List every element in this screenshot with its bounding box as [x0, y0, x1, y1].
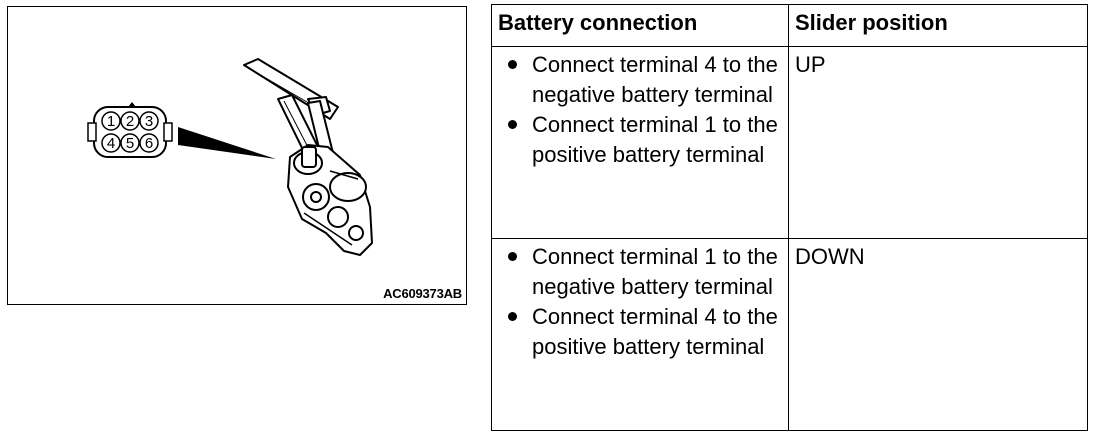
table-row: Connect terminal 4 to the negative batte… — [491, 46, 1088, 239]
regulator-figure: 1 2 3 4 5 6 AC609373AB — [7, 6, 467, 305]
pin-label: 5 — [126, 135, 134, 152]
battery-connection-cell: Connect terminal 4 to the negative batte… — [491, 46, 789, 239]
table-header-row: Battery connection Slider position — [491, 4, 1088, 47]
window-regulator-illustration: 1 2 3 4 5 6 — [87, 58, 373, 256]
regulator-mechanism — [243, 58, 373, 256]
slider-position-cell: DOWN — [788, 238, 1088, 431]
figure-code: AC609373AB — [383, 286, 462, 301]
list-item: Connect terminal 1 to the positive batte… — [508, 110, 782, 170]
list-item: Connect terminal 4 to the positive batte… — [508, 302, 782, 362]
battery-connection-table: Battery connection Slider position Conne… — [491, 4, 1088, 431]
connection-list: Connect terminal 4 to the negative batte… — [498, 50, 782, 170]
slider-position-cell: UP — [788, 46, 1088, 239]
pin-label: 1 — [107, 113, 115, 130]
connector-diagram — [87, 102, 173, 158]
pointer-wedge — [178, 127, 276, 159]
list-item: Connect terminal 4 to the negative batte… — [508, 50, 782, 110]
pin-label: 2 — [126, 113, 134, 130]
pin-label: 4 — [107, 135, 115, 152]
connection-list: Connect terminal 1 to the negative batte… — [498, 242, 782, 362]
header-battery-connection: Battery connection — [491, 4, 789, 47]
header-slider-position: Slider position — [788, 4, 1088, 47]
pin-label: 6 — [145, 135, 153, 152]
table-row: Connect terminal 1 to the negative batte… — [491, 238, 1088, 431]
list-item: Connect terminal 1 to the negative batte… — [508, 242, 782, 302]
pin-label: 3 — [145, 113, 153, 130]
battery-connection-cell: Connect terminal 1 to the negative batte… — [491, 238, 789, 431]
